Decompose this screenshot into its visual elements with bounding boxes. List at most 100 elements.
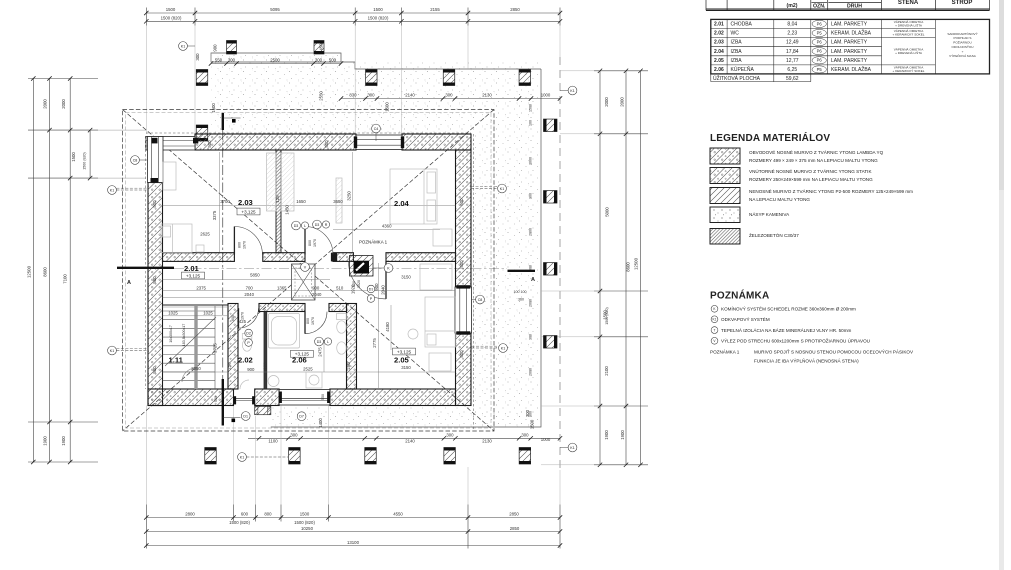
svg-text:PODHĽAD S: PODHĽAD S xyxy=(954,36,972,40)
svg-text:800: 800 xyxy=(308,240,312,246)
svg-text:5850: 5850 xyxy=(250,273,260,278)
svg-text:6,25: 6,25 xyxy=(787,67,797,73)
svg-text:1500 (820): 1500 (820) xyxy=(229,520,250,525)
svg-text:1900: 1900 xyxy=(604,430,609,440)
svg-text:IZBA: IZBA xyxy=(731,58,743,64)
svg-text:2775: 2775 xyxy=(372,338,377,348)
svg-text:1500: 1500 xyxy=(211,103,216,113)
svg-text:12,49: 12,49 xyxy=(786,40,799,46)
svg-text:500: 500 xyxy=(152,276,157,284)
svg-text:D3: D3 xyxy=(294,224,299,228)
svg-text:500: 500 xyxy=(459,350,464,358)
svg-text:2.06: 2.06 xyxy=(714,67,724,73)
svg-text:OBVODOVÉ NOSNÉ MURIVO Z TVÁRNI: OBVODOVÉ NOSNÉ MURIVO Z TVÁRNIC YTONG LA… xyxy=(749,149,884,155)
svg-text:250: 250 xyxy=(346,362,351,370)
svg-text:2130: 2130 xyxy=(482,439,492,444)
svg-text:OZN.: OZN. xyxy=(813,3,826,9)
svg-text:550: 550 xyxy=(321,394,325,400)
svg-text:830: 830 xyxy=(349,93,357,98)
svg-text:900: 900 xyxy=(213,44,218,52)
svg-text:+ DREVENÁ LIŠTA: + DREVENÁ LIŠTA xyxy=(895,23,923,28)
svg-text:510: 510 xyxy=(336,285,344,290)
svg-text:+3,125: +3,125 xyxy=(397,349,412,354)
svg-text:12500: 12500 xyxy=(27,265,32,278)
svg-text:K1: K1 xyxy=(181,45,185,49)
svg-text:1500: 1500 xyxy=(385,102,390,112)
svg-text:(m2): (m2) xyxy=(787,3,798,9)
svg-text:2040: 2040 xyxy=(244,292,254,297)
svg-text:T: T xyxy=(714,328,716,332)
svg-text:TEPELNÁ IZOLÁCIA NA BÁZE MINER: TEPELNÁ IZOLÁCIA NA BÁZE MINERÁLNEJ VLNY… xyxy=(721,327,852,333)
svg-text:1000: 1000 xyxy=(541,93,551,98)
svg-text:2140: 2140 xyxy=(405,93,415,98)
svg-text:500: 500 xyxy=(329,58,337,63)
svg-text:2155: 2155 xyxy=(430,7,440,12)
svg-text:L: L xyxy=(304,224,306,228)
svg-text:4180: 4180 xyxy=(385,322,390,332)
svg-text:183,8x300x17: 183,8x300x17 xyxy=(182,324,186,347)
svg-text:2,23: 2,23 xyxy=(787,31,797,37)
svg-text:8,04: 8,04 xyxy=(787,22,797,28)
svg-text:12,77: 12,77 xyxy=(786,58,799,64)
svg-text:550: 550 xyxy=(215,58,223,63)
svg-text:K1: K1 xyxy=(570,89,574,93)
svg-text:2550: 2550 xyxy=(319,91,324,101)
svg-text:300: 300 xyxy=(195,53,200,61)
svg-text:KERAM. DLAŽBA: KERAM. DLAŽBA xyxy=(831,29,872,37)
svg-text:D1: D1 xyxy=(243,415,248,419)
svg-text:12500: 12500 xyxy=(634,257,639,270)
svg-text:3650: 3650 xyxy=(333,199,343,204)
svg-text:1500: 1500 xyxy=(166,7,176,12)
svg-text:ÚŽITKOVÁ PLOCHA: ÚŽITKOVÁ PLOCHA xyxy=(713,74,761,82)
svg-text:K1: K1 xyxy=(501,347,505,351)
svg-text:1500: 1500 xyxy=(373,7,383,12)
svg-text:KOMÍNOVÝ SYSTÉM SCHIEDEL ROZM: KOMÍNOVÝ SYSTÉM SCHIEDEL ROZME 360x360mm… xyxy=(721,306,856,312)
svg-text:A: A xyxy=(531,277,535,283)
svg-text:IZBA: IZBA xyxy=(731,49,743,55)
svg-text:D3: D3 xyxy=(315,223,320,227)
svg-text:10250: 10250 xyxy=(301,526,314,531)
svg-text:D3: D3 xyxy=(317,340,322,344)
svg-text:2.03: 2.03 xyxy=(714,40,724,46)
svg-text:ROZMERY 499 × 249 × 375 mm NA: ROZMERY 499 × 249 × 375 mm NA LEPIACU MA… xyxy=(749,158,878,163)
svg-text:1500: 1500 xyxy=(300,511,310,516)
svg-text:VÁPENNÁ OMIETKA: VÁPENNÁ OMIETKA xyxy=(894,66,925,70)
svg-text:2000: 2000 xyxy=(620,97,625,107)
svg-text:2000: 2000 xyxy=(529,368,533,376)
svg-text:1970: 1970 xyxy=(311,317,315,325)
svg-text:P6: P6 xyxy=(817,21,823,26)
svg-text:360: 360 xyxy=(518,298,524,302)
svg-text:300: 300 xyxy=(529,411,533,417)
svg-text:IZBA: IZBA xyxy=(731,40,743,46)
svg-text:LAM. PARKETY: LAM. PARKETY xyxy=(831,22,868,28)
svg-text:+3,125: +3,125 xyxy=(241,209,256,214)
svg-text:2625: 2625 xyxy=(200,232,210,237)
svg-text:520: 520 xyxy=(352,281,356,287)
svg-text:STENA: STENA xyxy=(898,0,919,6)
svg-text:300: 300 xyxy=(529,334,533,340)
svg-text:3150: 3150 xyxy=(401,275,411,280)
svg-text:A: A xyxy=(127,280,131,286)
svg-text:NA LEPIACU MALTU YTONG: NA LEPIACU MALTU YTONG xyxy=(749,197,810,202)
svg-text:LAM. PARKETY: LAM. PARKETY xyxy=(831,49,868,55)
svg-text:2000: 2000 xyxy=(529,228,533,236)
svg-text:1900: 1900 xyxy=(43,436,48,446)
svg-text:600: 600 xyxy=(231,315,235,321)
svg-text:C8: C8 xyxy=(133,159,138,163)
svg-text:KERAM. DLAŽBA: KERAM. DLAŽBA xyxy=(831,65,872,73)
svg-text:2800: 2800 xyxy=(185,511,195,516)
svg-text:L: L xyxy=(327,340,329,344)
svg-text:MURIVO SPOJIŤ S NOSNOU STENOU: MURIVO SPOJIŤ S NOSNOU STENOU POMOCOU OC… xyxy=(754,348,914,355)
svg-text:2.05: 2.05 xyxy=(394,356,410,365)
svg-text:2.01: 2.01 xyxy=(714,22,724,28)
svg-text:300: 300 xyxy=(367,93,375,98)
svg-text:2000: 2000 xyxy=(43,99,48,109)
svg-text:8600: 8600 xyxy=(626,262,631,272)
svg-text:LAM. PARKETY: LAM. PARKETY xyxy=(831,58,868,64)
svg-text:K: K xyxy=(387,267,390,271)
svg-text:3250: 3250 xyxy=(347,191,352,201)
svg-text:K1: K1 xyxy=(570,446,574,450)
svg-text:CHODBA: CHODBA xyxy=(731,22,753,28)
svg-text:425: 425 xyxy=(239,319,247,324)
svg-text:2.03: 2.03 xyxy=(238,198,253,207)
